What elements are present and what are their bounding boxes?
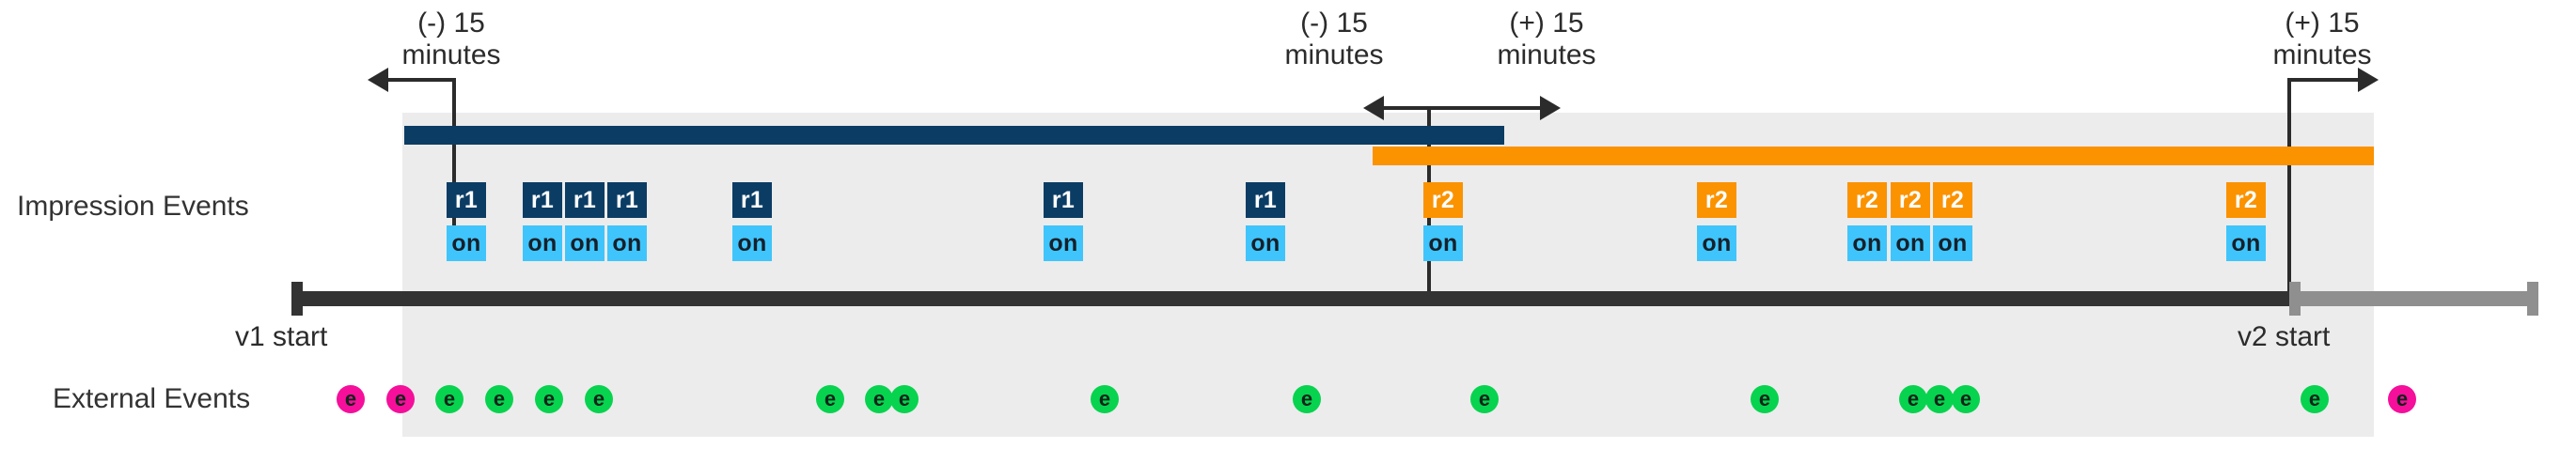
external-event-dot: e	[585, 385, 613, 413]
external-event-dot: e	[2388, 385, 2416, 413]
impression-version-box: r2	[1933, 182, 1972, 218]
external-event-dot: e	[865, 385, 893, 413]
timeline-future-segment	[2289, 291, 2538, 306]
impression-status-box: on	[1044, 225, 1083, 261]
arrowhead-left-icon	[368, 68, 388, 92]
v2-start-label: v2 start	[2238, 321, 2331, 352]
annotation-line1: (-) 15	[1300, 8, 1368, 39]
measure-line-minus-15-v1	[388, 78, 454, 82]
impression-version-box: r1	[1246, 182, 1285, 218]
external-event-dot: e	[435, 385, 463, 413]
impression-version-box: r1	[523, 182, 562, 218]
external-event-dot: e	[337, 385, 365, 413]
impression-version-box: r2	[2226, 182, 2266, 218]
version-bar-v2	[1373, 147, 2374, 165]
impression-status-box: on	[1246, 225, 1285, 261]
external-event-dot: e	[816, 385, 844, 413]
annotation-plus-15-end: (+) 15 minutes	[2228, 8, 2416, 71]
external-event-dot: e	[2301, 385, 2329, 413]
annotation-minus-15-v2: (-) 15 minutes	[1240, 8, 1428, 71]
annotation-minus-15-v1: (-) 15 minutes	[357, 8, 545, 71]
impression-status-box: on	[447, 225, 486, 261]
impression-status-box: on	[732, 225, 772, 261]
external-event-dot: e	[535, 385, 563, 413]
measure-line-v2-span	[1384, 106, 1540, 110]
impression-status-box: on	[523, 225, 562, 261]
annotation-line1: (+) 15	[2285, 8, 2360, 39]
external-event-dot: e	[1751, 385, 1779, 413]
annotation-line1: (-) 15	[417, 8, 485, 39]
impression-status-box: on	[565, 225, 605, 261]
external-events-label: External Events	[53, 383, 251, 414]
impression-events-label: Impression Events	[17, 191, 249, 222]
impression-status-box: on	[1891, 225, 1930, 261]
timeline-end-cap	[2527, 282, 2538, 316]
impression-version-box: r1	[732, 182, 772, 218]
external-event-dot: e	[1952, 385, 1980, 413]
impression-version-box: r2	[1891, 182, 1930, 218]
external-event-dot: e	[890, 385, 919, 413]
impression-status-box: on	[607, 225, 647, 261]
impression-status-box: on	[1847, 225, 1887, 261]
impression-version-box: r2	[1423, 182, 1463, 218]
connector-line-v2-start	[2287, 78, 2291, 299]
timeline-v2-cap	[2289, 282, 2301, 316]
shaded-region-lower	[402, 282, 2374, 437]
impression-status-box: on	[1423, 225, 1463, 261]
annotation-line2: minutes	[1497, 39, 1596, 70]
impression-version-box: r1	[447, 182, 486, 218]
external-event-dot: e	[1293, 385, 1321, 413]
arrowhead-right-icon	[1540, 96, 1561, 120]
annotation-line1: (+) 15	[1509, 8, 1584, 39]
impression-version-box: r1	[565, 182, 605, 218]
impression-version-box: r1	[1044, 182, 1083, 218]
impression-status-box: on	[2226, 225, 2266, 261]
impression-version-box: r2	[1697, 182, 1736, 218]
connector-line-v1	[452, 78, 456, 261]
impression-status-box: on	[1697, 225, 1736, 261]
impression-version-box: r1	[607, 182, 647, 218]
external-event-dot: e	[1925, 385, 1954, 413]
measure-line-plus-15-end	[2290, 78, 2358, 82]
annotation-plus-15-v2: (+) 15 minutes	[1453, 8, 1641, 71]
version-bar-v1	[404, 126, 1504, 145]
external-event-dot: e	[386, 385, 415, 413]
timeline-active-segment	[291, 291, 2289, 306]
external-event-dot: e	[1470, 385, 1499, 413]
v1-start-label: v1 start	[235, 321, 328, 352]
impression-version-box: r2	[1847, 182, 1887, 218]
annotation-line2: minutes	[401, 39, 501, 70]
impression-status-box: on	[1933, 225, 1972, 261]
arrowhead-left-icon	[1363, 96, 1384, 120]
external-event-dot: e	[1899, 385, 1927, 413]
arrowhead-right-icon	[2358, 68, 2379, 92]
annotation-line2: minutes	[1284, 39, 1384, 70]
external-event-dot: e	[1091, 385, 1119, 413]
external-event-dot: e	[485, 385, 513, 413]
annotation-line2: minutes	[2272, 39, 2372, 70]
